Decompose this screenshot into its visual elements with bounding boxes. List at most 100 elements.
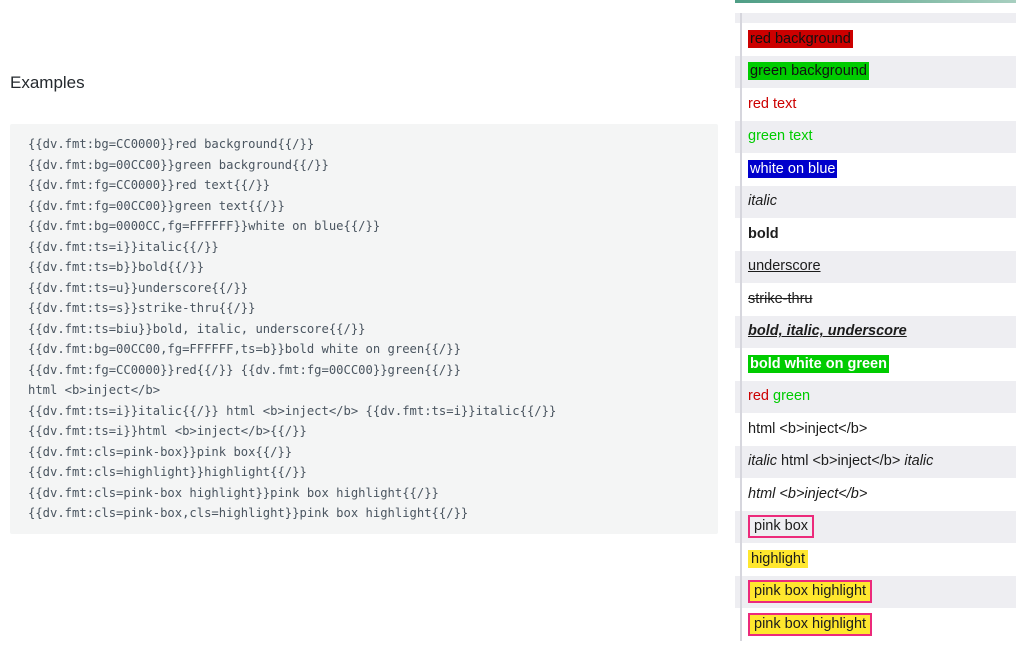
- preview-row-partial: [735, 13, 1016, 23]
- preview-row-content: bold white on green: [740, 354, 889, 374]
- preview-row-content: red background: [740, 29, 853, 49]
- code-line: {{dv.fmt:bg=00CC00}}green background{{/}…: [28, 157, 329, 172]
- preview-row: html <b>inject</b>: [735, 478, 1016, 511]
- row-gutter: [740, 55, 742, 88]
- page-title: Examples: [10, 73, 85, 92]
- row-gutter: [740, 510, 742, 543]
- top-accent-rule: [735, 0, 1016, 3]
- code-line: {{dv.fmt:ts=i}}html <b>inject</b>{{/}}: [28, 424, 307, 438]
- row-gutter: [740, 250, 742, 283]
- preview-row: green background: [735, 55, 1016, 88]
- row-gutter: [740, 283, 742, 316]
- preview-row-segment: green text: [748, 128, 813, 145]
- preview-pane: red background green background red text gr…: [735, 0, 1016, 648]
- preview-row: highlight: [735, 543, 1016, 576]
- code-line: {{dv.fmt:bg=CC0000}}red background{{/}}: [28, 137, 315, 151]
- row-gutter: [740, 120, 742, 153]
- preview-row-content: pink box: [740, 515, 815, 539]
- row-gutter: [740, 13, 742, 23]
- preview-row-content: html <b>inject</b>: [740, 485, 867, 504]
- row-gutter: [740, 88, 742, 121]
- preview-row: red green: [735, 380, 1016, 413]
- preview-row: italic: [735, 185, 1016, 218]
- preview-row-segment: red background: [748, 29, 853, 48]
- preview-row-content: bold, italic, underscore: [740, 322, 907, 341]
- code-block: {{dv.fmt:bg=CC0000}}red background{{/}} {…: [10, 124, 718, 534]
- preview-row-content: pink box highlight: [740, 612, 873, 636]
- preview-row-segment: red text: [748, 95, 797, 112]
- code-line: {{dv.fmt:ts=i}}italic{{/}} html <b>injec…: [28, 403, 557, 418]
- code-line: {{dv.fmt:ts=b}}bold{{/}}: [28, 260, 205, 274]
- code-line: {{dv.fmt:bg=00CC00,fg=FFFFFF,ts=b}}bold …: [28, 342, 461, 356]
- row-gutter: [740, 543, 742, 576]
- row-gutter: [740, 315, 742, 348]
- preview-row: bold: [735, 218, 1016, 251]
- preview-row: green text: [735, 120, 1016, 153]
- preview-row-content: red green: [740, 387, 810, 406]
- preview-row-segment: underscore: [748, 258, 821, 275]
- preview-row-content: html <b>inject</b>: [740, 420, 867, 439]
- preview-row-content: highlight: [740, 549, 809, 569]
- preview-row-content: pink box highlight: [740, 580, 873, 604]
- preview-row-segment: bold, italic, underscore: [748, 323, 907, 340]
- preview-row: red background: [735, 23, 1016, 56]
- preview-row: underscore: [735, 250, 1016, 283]
- preview-row-segment: strike-thru: [748, 290, 813, 307]
- preview-row-segment: italic: [904, 453, 934, 470]
- code-line: {{dv.fmt:ts=s}}strike-thru{{/}}: [28, 301, 256, 315]
- preview-row-segment: html <b>inject</b>: [777, 453, 905, 470]
- preview-row: italic html <b>inject</b> italic: [735, 445, 1016, 478]
- code-line: {{dv.fmt:cls=pink-box highlight}}pink bo…: [28, 485, 439, 500]
- examples-pane: Examples {{dv.fmt:bg=CC0000}}red backgro…: [10, 73, 718, 534]
- code-line: html <b>inject</b>: [28, 383, 161, 397]
- code-line: {{dv.fmt:cls=pink-box,cls=highlight}}pin…: [28, 506, 469, 520]
- preview-row-segment: green: [773, 388, 811, 405]
- preview-row-content: italic html <b>inject</b> italic: [740, 452, 933, 471]
- row-gutter: [740, 185, 742, 218]
- row-gutter: [740, 380, 742, 413]
- code-line: {{dv.fmt:fg=00CC00}}green text{{/}}: [28, 198, 285, 213]
- row-gutter: [740, 478, 742, 511]
- preview-row-segment: highlight: [748, 549, 809, 568]
- preview-row-segment: italic: [748, 193, 778, 210]
- code-line: {{dv.fmt:cls=highlight}}highlight{{/}}: [28, 465, 307, 479]
- row-gutter: [740, 575, 742, 608]
- code-line: {{dv.fmt:ts=u}}underscore{{/}}: [28, 280, 249, 295]
- preview-row-segment: bold: [748, 225, 779, 242]
- preview-row-content: green background: [740, 62, 869, 81]
- preview-row-segment: pink box highlight: [748, 580, 873, 604]
- preview-row-segment: white on blue: [748, 159, 838, 178]
- preview-row-segment: bold white on green: [748, 354, 889, 373]
- row-gutter: [740, 218, 742, 251]
- preview-row-segment: italic: [748, 453, 778, 470]
- row-gutter: [740, 445, 742, 478]
- row-gutter: [740, 23, 742, 56]
- preview-row-content: underscore: [740, 257, 821, 276]
- preview-row: pink box highlight: [735, 575, 1016, 608]
- preview-row: pink box highlight: [735, 608, 1016, 641]
- row-gutter: [740, 348, 742, 381]
- code-line: {{dv.fmt:ts=biu}}bold, italic, underscor…: [28, 321, 366, 336]
- code-line: {{dv.fmt:fg=CC0000}}red{{/}} {{dv.fmt:fg…: [28, 362, 461, 377]
- row-gutter: [740, 608, 742, 641]
- preview-row: bold, italic, underscore: [735, 315, 1016, 348]
- preview-row-segment: pink box highlight: [748, 612, 873, 636]
- preview-row-segment: html <b>inject</b>: [748, 485, 868, 502]
- preview-row-content: green text: [740, 127, 813, 146]
- preview-row: pink box: [735, 510, 1016, 543]
- code-line: {{dv.fmt:bg=0000CC,fg=FFFFFF}}white on b…: [28, 219, 381, 233]
- preview-row-content: bold: [740, 225, 779, 244]
- preview-row-content: white on blue: [740, 159, 838, 179]
- row-gutter: [740, 153, 742, 186]
- preview-row-segment: red: [748, 388, 769, 405]
- preview-row-segment: green background: [748, 62, 869, 81]
- code-line: {{dv.fmt:ts=i}}italic{{/}}: [28, 239, 219, 254]
- preview-list: red background green background red text gr…: [735, 13, 1016, 641]
- preview-row: html <b>inject</b>: [735, 413, 1016, 446]
- code-line: {{dv.fmt:fg=CC0000}}red text{{/}}: [28, 178, 271, 192]
- preview-row: white on blue: [735, 153, 1016, 186]
- code-line: {{dv.fmt:cls=pink-box}}pink box{{/}}: [28, 444, 293, 459]
- preview-row: strike-thru: [735, 283, 1016, 316]
- preview-row: red text: [735, 88, 1016, 121]
